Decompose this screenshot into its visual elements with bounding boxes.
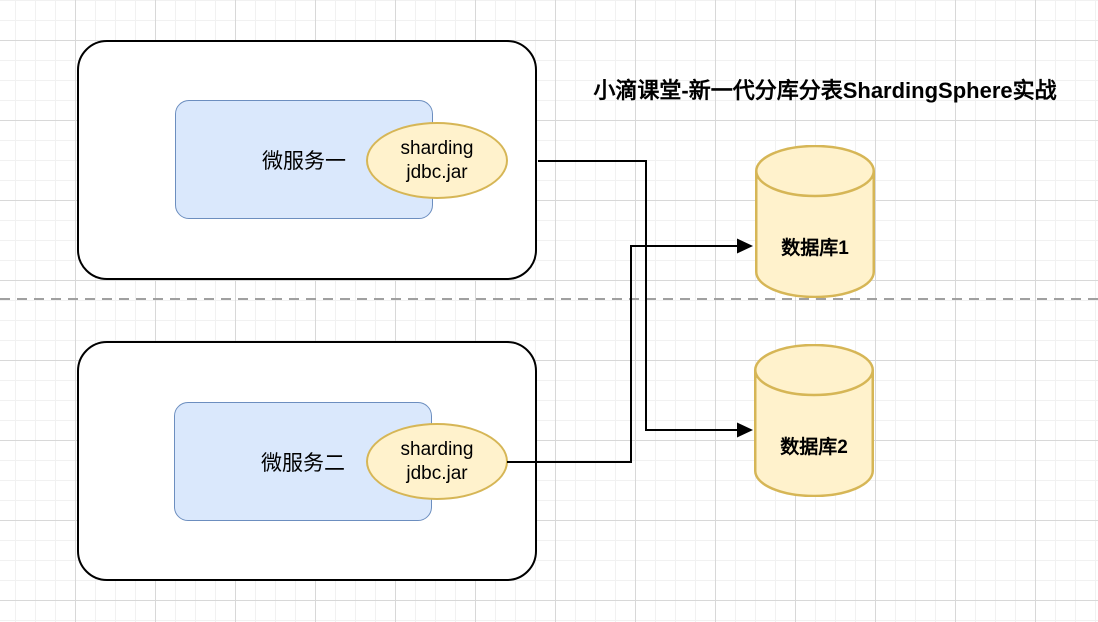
database-2-label: 数据库2 [780,437,848,458]
service-node-2-label: 微服务二 [261,451,345,475]
arrowhead-ms2-to-db1-icon [737,238,753,254]
diagram-title: 小滴课堂-新一代分库分表ShardingSphere实战 [593,78,1057,103]
database-1-label: 数据库1 [781,238,849,259]
sharding-jdbc-ellipse-1-label: sharding jdbc.jar [400,137,474,183]
arrowhead-ms1-to-db2-icon [737,422,753,438]
connector-ms2-to-db1 [507,245,739,463]
sharding-jdbc-ellipse-2-label: sharding jdbc.jar [400,438,474,484]
sharding-jdbc-ellipse-1: sharding jdbc.jar [366,122,508,199]
connector-ms1-to-db2 [538,160,739,431]
database-cylinder-2: 数据库2 [754,344,874,497]
database-cylinder-1: 数据库1 [755,145,875,298]
service-node-1-label: 微服务一 [262,149,346,173]
cylinder-shape-icon [754,344,874,497]
sharding-jdbc-ellipse-2: sharding jdbc.jar [366,423,508,500]
cylinder-shape-icon [755,145,875,298]
service-node-2: 微服务二 [174,402,432,521]
